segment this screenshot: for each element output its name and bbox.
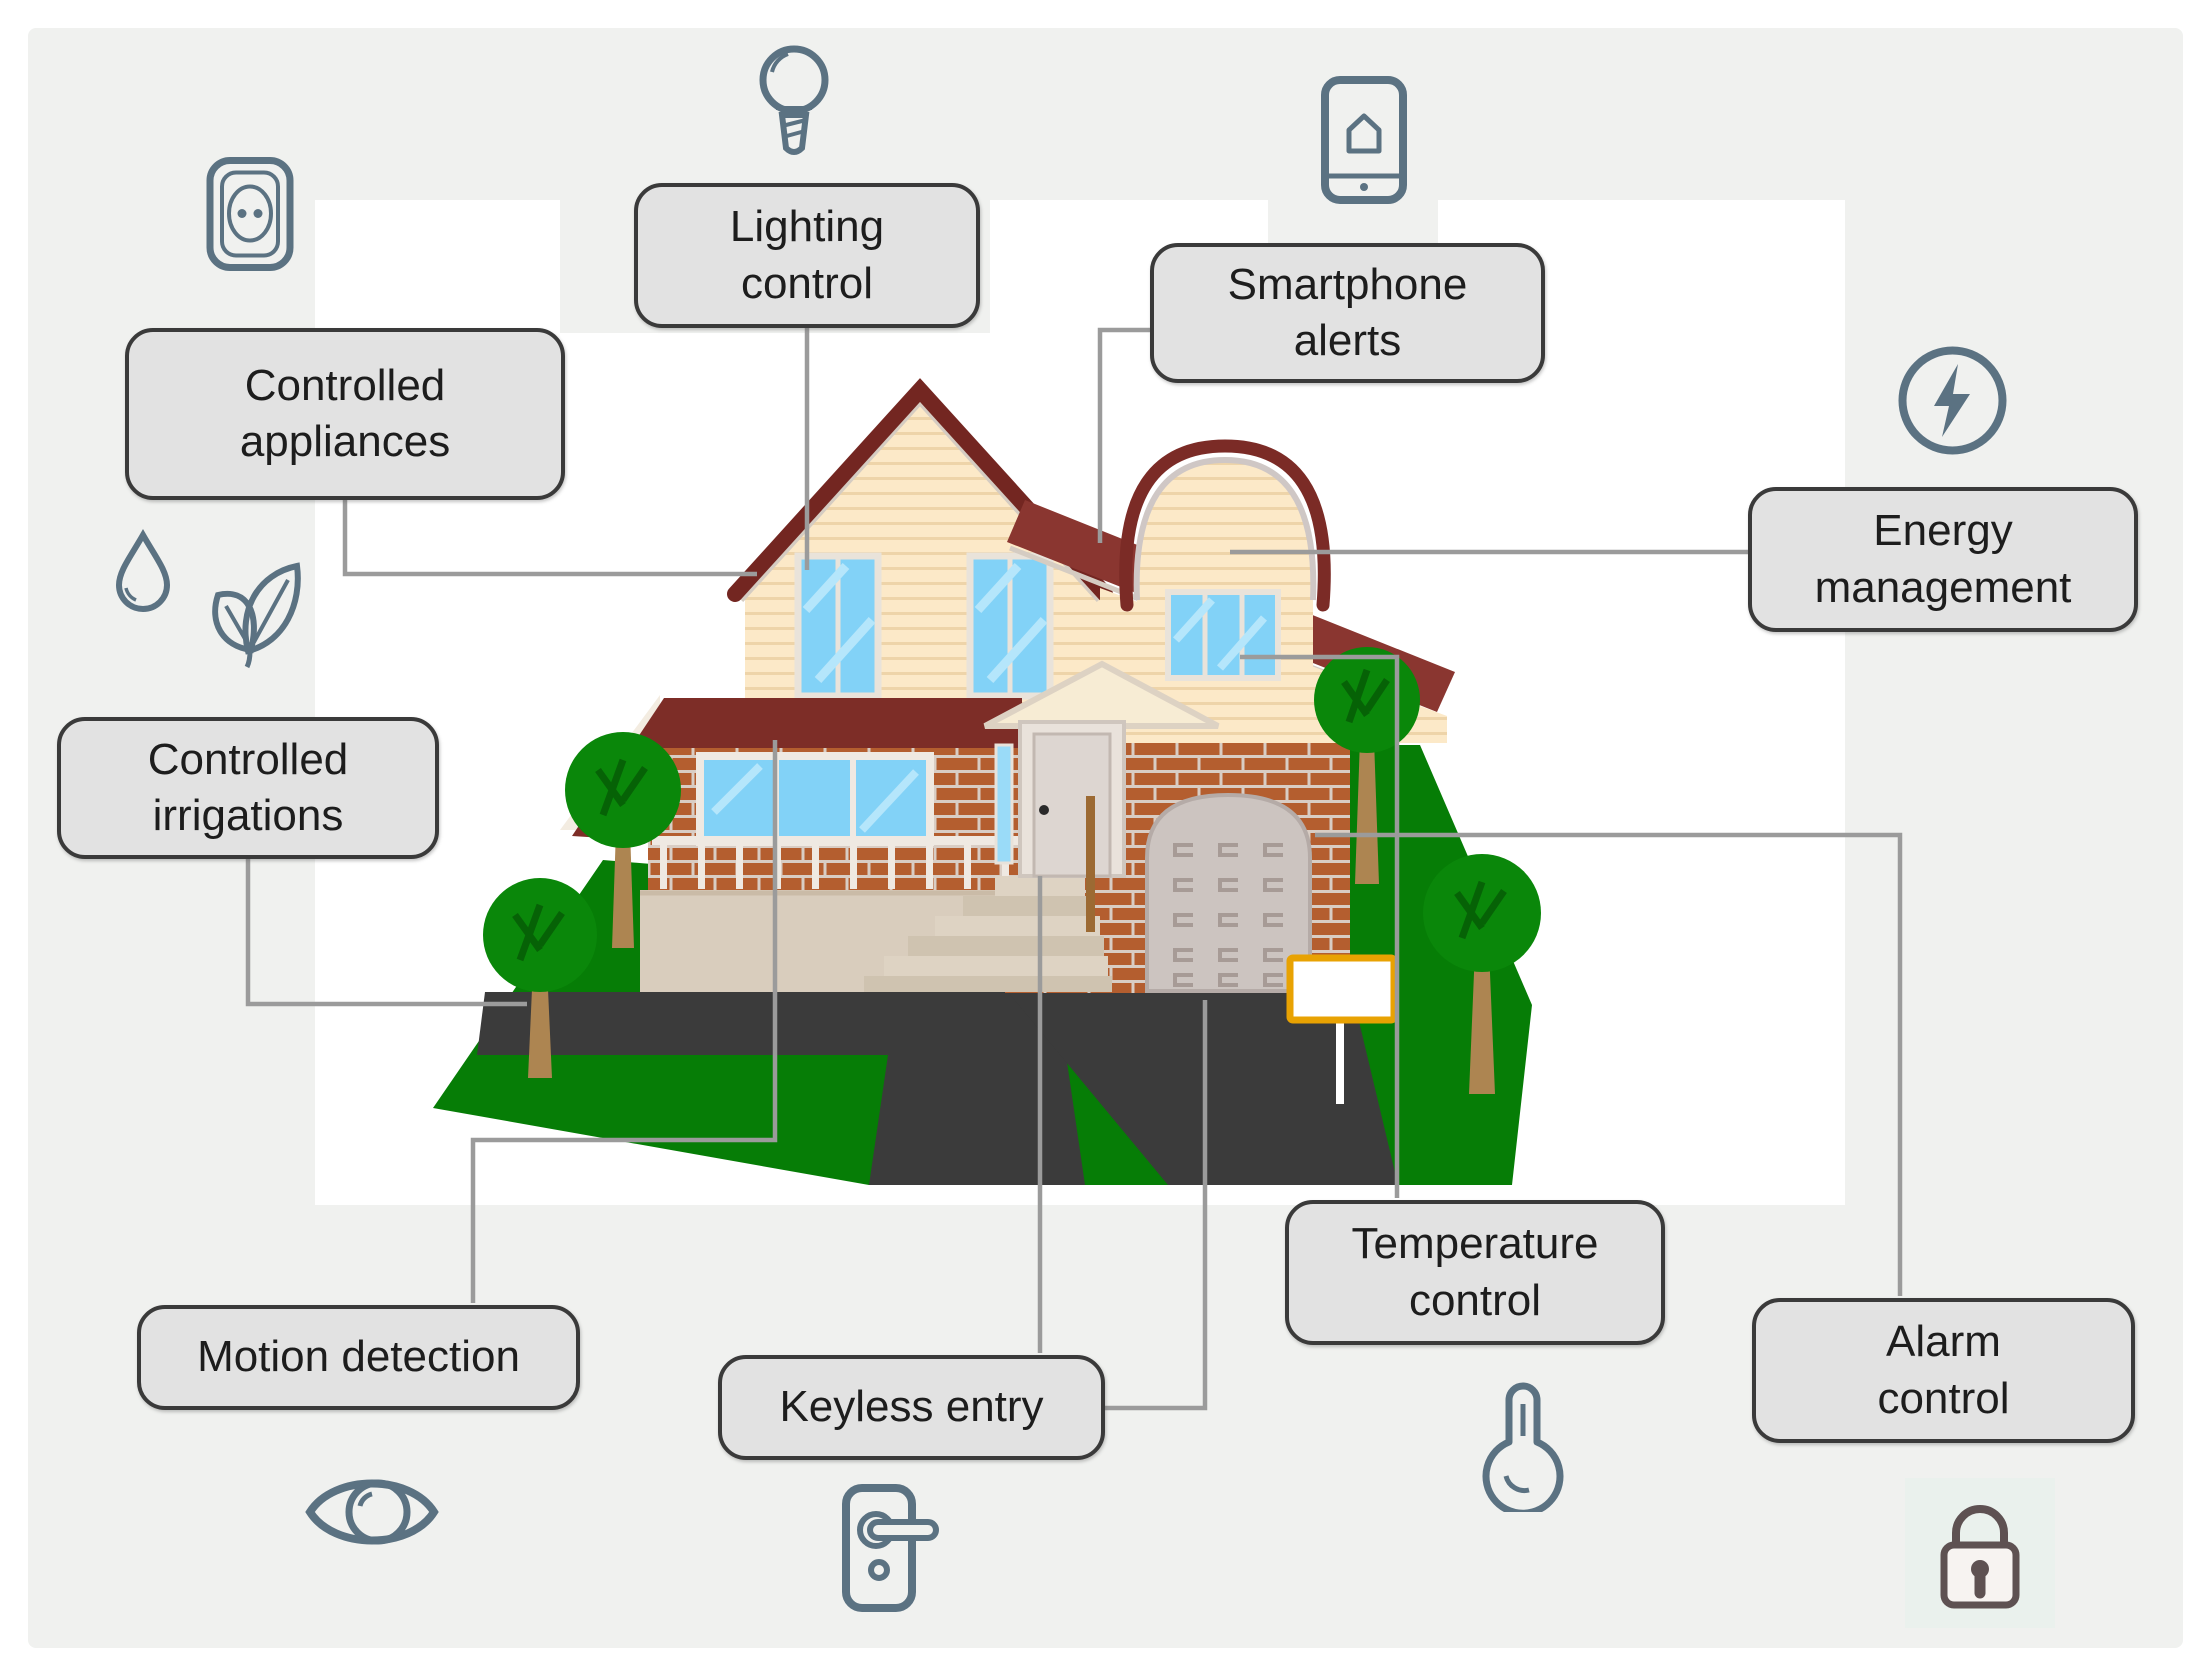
front-steps	[864, 876, 1112, 992]
connector-alarm-control	[1315, 832, 1903, 1296]
porch-window	[696, 752, 934, 846]
garage-door	[1145, 792, 1312, 993]
smartphone-home-icon	[1320, 75, 1408, 205]
label-keyless-entry: Keyless entry	[718, 1355, 1105, 1460]
label-text: Alarm control	[1877, 1317, 2010, 1423]
label-text: Controlled irrigations	[147, 734, 349, 840]
lightning-bolt-circle-icon	[1895, 343, 2010, 458]
connector-motion-detection	[470, 740, 778, 1303]
yard-sign	[1286, 954, 1398, 1104]
trees	[483, 647, 1541, 1094]
dormer	[1119, 439, 1331, 700]
label-text: Smartphone alerts	[1227, 259, 1468, 365]
label-text: Lighting control	[729, 202, 885, 308]
eye-icon	[302, 1460, 442, 1564]
label-temperature-control: Temperature control	[1285, 1200, 1665, 1345]
leaves-icon	[188, 550, 314, 675]
label-controlled-appliances: Controlled appliances	[125, 328, 565, 500]
label-text: Controlled appliances	[239, 360, 451, 466]
label-text: Energy management	[1814, 506, 2072, 612]
connectors	[245, 327, 1903, 1411]
connector-keyless-entry-driveway	[1105, 1000, 1208, 1411]
connector-controlled-appliances	[342, 500, 757, 577]
light-bulb-icon	[752, 42, 836, 170]
door-side-window	[994, 743, 1014, 865]
label-alarm-control: Alarm control	[1752, 1298, 2135, 1443]
connector-controlled-irrigations	[245, 859, 527, 1007]
label-smartphone-alerts: Smartphone alerts	[1150, 243, 1545, 383]
dormer-window	[1165, 589, 1281, 681]
label-text: Keyless entry	[779, 1382, 1044, 1432]
connector-temperature-control	[1240, 654, 1400, 1198]
water-drop-icon	[112, 528, 174, 612]
label-motion-detection: Motion detection	[137, 1305, 580, 1410]
front-door	[1018, 720, 1126, 878]
label-lighting-control: Lighting control	[634, 183, 980, 328]
padlock-icon	[1928, 1495, 2032, 1613]
label-text: Temperature control	[1351, 1219, 1599, 1325]
upper-left-window	[794, 552, 882, 700]
upper-right-window	[966, 552, 1054, 700]
connector-smartphone-alerts	[1097, 327, 1150, 543]
power-outlet-icon	[205, 155, 295, 273]
label-controlled-irrigations: Controlled irrigations	[57, 717, 439, 859]
porch-railing	[652, 836, 1024, 889]
gable	[745, 390, 1095, 578]
label-energy-management: Energy management	[1748, 487, 2138, 632]
thermometer-icon	[1473, 1378, 1573, 1512]
label-text: Motion detection	[197, 1332, 520, 1382]
door-handle-icon	[840, 1482, 940, 1614]
